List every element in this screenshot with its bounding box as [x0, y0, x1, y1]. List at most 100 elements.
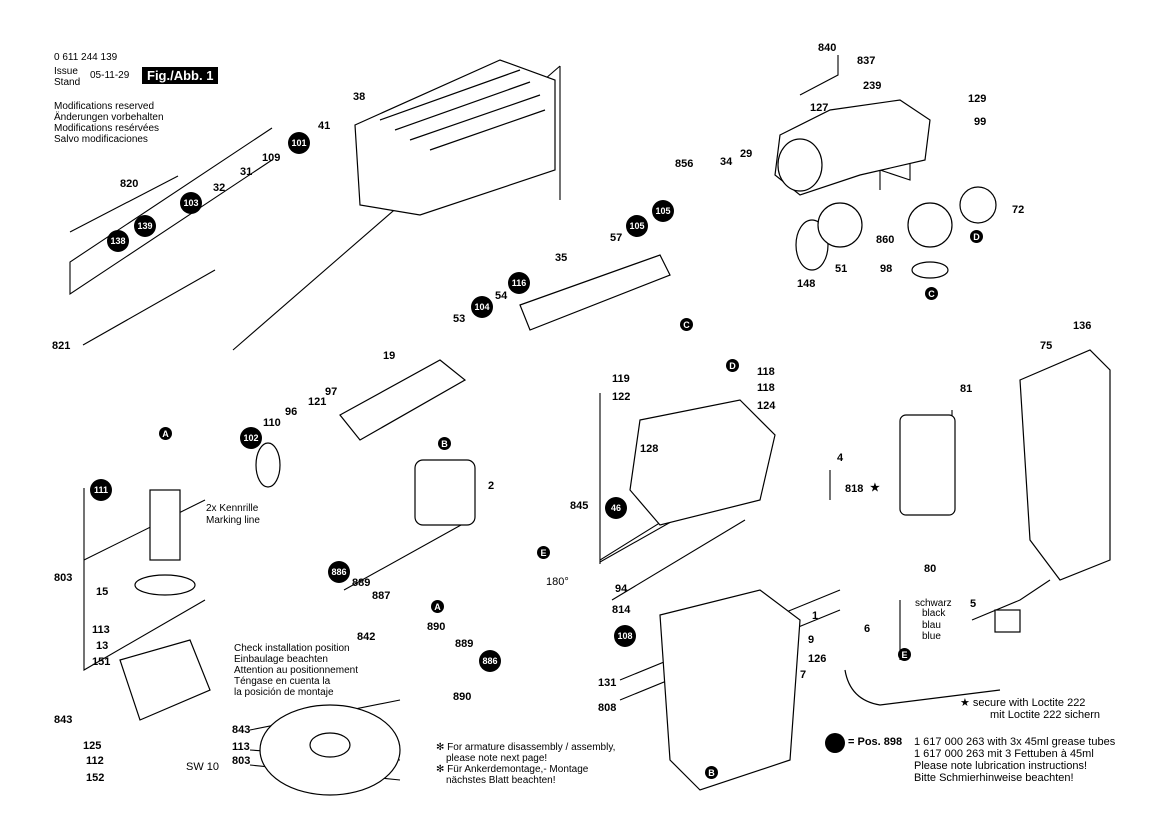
badge-104: 104	[471, 296, 493, 318]
part-label: 814	[612, 604, 631, 616]
part-label: 113	[92, 624, 110, 636]
part-label: 9	[808, 634, 815, 646]
part-label: 29	[740, 148, 753, 160]
badge-102: 102	[240, 427, 262, 449]
part-label: 889	[352, 577, 371, 589]
badge-139: 139	[134, 215, 156, 237]
marker-b: B	[438, 437, 451, 450]
part-label: 820	[120, 178, 139, 190]
part-label: 96	[285, 406, 298, 418]
install-note-es1: Téngase en cuenta la	[234, 676, 331, 687]
grease-note-en: 1 617 000 263 with 3x 45ml grease tubes	[914, 736, 1116, 748]
part-label: 97	[325, 386, 338, 398]
part-label: 94	[615, 583, 628, 595]
marker-a: A	[159, 427, 172, 440]
modifications-es: Salvo modificaciones	[54, 134, 148, 145]
part-label: 856	[675, 158, 694, 170]
badge-111: 111	[90, 479, 112, 501]
part-label: 860	[876, 234, 895, 246]
part-label: 845	[570, 500, 589, 512]
armature-note-en1: ✻ For armature disassembly / assembly,	[436, 742, 616, 753]
part-label: 889	[455, 638, 474, 650]
armature-note-de2: nächstes Blatt beachten!	[446, 775, 556, 786]
part-label: 126	[808, 653, 827, 665]
part-label: 34	[720, 156, 733, 168]
marker-d: D	[970, 230, 983, 243]
part-label: 127	[810, 102, 829, 114]
marking-note-de: 2x Kennrille	[206, 503, 259, 514]
part-label: 818	[845, 483, 864, 495]
part-label: 53	[453, 313, 466, 325]
part-number: 0 611 244 139	[54, 52, 118, 63]
badge-108: 108	[614, 625, 636, 647]
angle-label: 180°	[546, 576, 569, 588]
part-label: 152	[86, 772, 105, 784]
part-label: 98	[880, 263, 893, 275]
part-label: 148	[797, 278, 816, 290]
part-label: 19	[383, 350, 396, 362]
marker-c: C	[680, 318, 693, 331]
part-label: 128	[640, 443, 659, 455]
part-label: 803	[54, 572, 73, 584]
part-label: 41	[318, 120, 331, 132]
badge-886-b: 886	[479, 650, 501, 672]
lubrication-note-de: Bitte Schmierhinweise beachten!	[914, 772, 1074, 784]
part-label: 7	[800, 669, 807, 681]
figure-label: Fig./Abb. 1	[142, 67, 219, 84]
part-label: 13	[96, 640, 109, 652]
marker-d: D	[726, 359, 739, 372]
part-label: 31	[240, 166, 253, 178]
issue-date: 05-11-29	[90, 70, 130, 81]
part-label: 124	[757, 400, 776, 412]
stand-label: Stand	[54, 77, 81, 88]
pos898-label: = Pos. 898	[848, 736, 903, 748]
part-label: 1	[812, 610, 819, 622]
marker-b: B	[705, 766, 718, 779]
grease-note-de: 1 617 000 263 mit 3 Fettuben à 45ml	[914, 748, 1094, 760]
wire-label: schwarz	[915, 598, 952, 609]
part-label: 32	[213, 182, 226, 194]
part-label: 110	[263, 417, 281, 429]
issue-label: Issue	[54, 66, 78, 77]
part-label: 122	[612, 391, 631, 403]
modifications-en: Modifications reserved	[54, 101, 155, 112]
part-label: 72	[1012, 204, 1025, 216]
install-note-de: Einbaulage beachten	[234, 654, 328, 665]
part-label: 840	[818, 42, 837, 54]
part-label: 6	[864, 623, 871, 635]
grease-dot-icon	[825, 733, 845, 753]
part-label: 808	[598, 702, 617, 714]
part-label: 129	[968, 93, 987, 105]
part-label: 239	[863, 80, 882, 92]
wire-label: blau	[922, 620, 941, 631]
lubrication-note-en: Please note lubrication instructions!	[914, 760, 1088, 772]
loctite-note-de: mit Loctite 222 sichern	[990, 709, 1101, 721]
part-label: 136	[1073, 320, 1092, 332]
badge-116: 116	[508, 272, 530, 294]
part-label: 890	[427, 621, 446, 633]
part-label: 119	[612, 373, 630, 385]
part-label: 118	[757, 366, 775, 378]
badge-886: 886	[328, 561, 350, 583]
install-note-es2: la posición de montaje	[234, 687, 334, 698]
modifications-fr: Modifications resérvées	[54, 123, 160, 134]
part-label: 131	[598, 677, 617, 689]
part-label: 15	[96, 586, 109, 598]
part-label: 51	[835, 263, 848, 275]
part-label: 38	[353, 91, 366, 103]
modifications-de: Änderungen vorbehalten	[54, 112, 164, 123]
part-label: 125	[83, 740, 102, 752]
part-label: 35	[555, 252, 568, 264]
part-label: 57	[610, 232, 623, 244]
part-label: 151	[92, 656, 111, 668]
badge-103: 103	[180, 192, 202, 214]
armature-note-en2: please note next page!	[446, 753, 548, 764]
part-label: 112	[86, 755, 104, 767]
part-label: 113	[232, 741, 250, 753]
part-label: 837	[857, 55, 876, 67]
part-label: 821	[52, 340, 71, 352]
wire-label: black	[922, 608, 946, 619]
badge-138: 138	[107, 230, 129, 252]
part-label: 4	[837, 452, 844, 464]
